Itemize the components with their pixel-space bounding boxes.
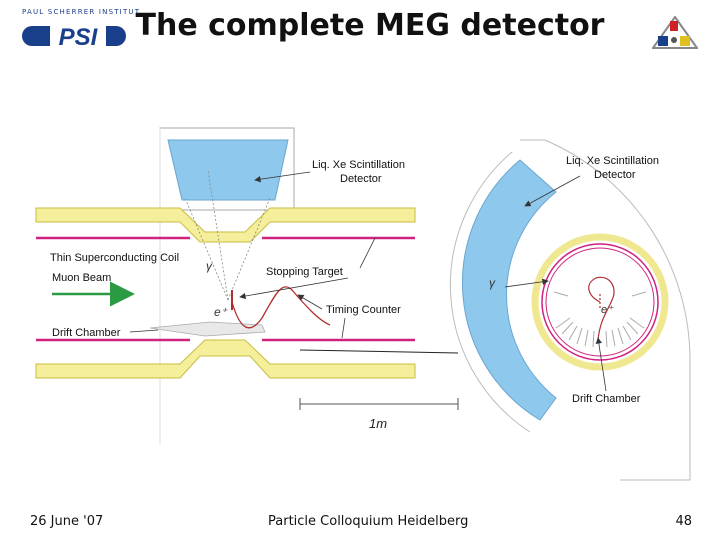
magnet-ring-inner bbox=[545, 247, 655, 357]
end-view-frame bbox=[520, 139, 691, 481]
leader-drift-left bbox=[129, 329, 159, 333]
label-xe-left-line2: Detector bbox=[340, 173, 382, 185]
label-xe-left-line1: Liq. Xe Scintillation bbox=[312, 159, 405, 171]
leader-xe-left bbox=[254, 171, 311, 183]
coil-upper bbox=[35, 207, 416, 243]
psi-logo: PAUL SCHERRER INSTITUT PSI bbox=[20, 8, 139, 56]
xe-detector-end-outline bbox=[449, 151, 531, 433]
footer-date: 26 June '07 bbox=[30, 514, 104, 529]
ray-2 bbox=[227, 197, 271, 301]
label-xe-right-line1: Liq. Xe Scintillation bbox=[566, 155, 659, 167]
psi-logo-text: PAUL SCHERRER INSTITUT bbox=[22, 8, 141, 16]
psi-mark-icon: PSI bbox=[22, 23, 126, 51]
xe-detector-side bbox=[167, 139, 289, 201]
label-xe-right-line2: Detector bbox=[594, 169, 636, 181]
positron-track bbox=[231, 286, 331, 329]
label-drift-chamber-left: Drift Chamber bbox=[52, 327, 121, 339]
footer-page-number: 48 bbox=[675, 514, 692, 529]
xe-detector-end bbox=[462, 159, 557, 421]
drift-chamber-side bbox=[149, 321, 266, 337]
coil-lower bbox=[35, 339, 416, 379]
leader-target bbox=[239, 277, 349, 300]
footer-event: Particle Colloquium Heidelberg bbox=[268, 514, 469, 529]
ray-1 bbox=[184, 197, 229, 301]
cut-line bbox=[299, 349, 459, 354]
leader-timing bbox=[297, 294, 323, 310]
label-positron-right: e⁺ bbox=[601, 304, 614, 316]
label-timing-counter: Timing Counter bbox=[326, 304, 401, 316]
leader-target-2 bbox=[359, 237, 376, 269]
coil-ring bbox=[531, 233, 669, 371]
leader-gamma-right bbox=[504, 278, 549, 288]
psi-mark-text: PSI bbox=[59, 24, 99, 51]
label-stopping-target: Stopping Target bbox=[266, 266, 343, 278]
drift-chamber-end bbox=[553, 291, 647, 348]
leader-timing-2 bbox=[341, 317, 346, 339]
page-title: The complete MEG detector bbox=[135, 8, 605, 43]
magnet-ring-outer bbox=[541, 243, 659, 361]
label-drift-chamber-right: Drift Chamber bbox=[572, 393, 641, 405]
leader-xe-right bbox=[524, 175, 581, 207]
ray-3 bbox=[207, 169, 229, 301]
label-muon-beam: Muon Beam bbox=[52, 272, 111, 284]
institute-logo-icon bbox=[652, 16, 698, 49]
label-coil: Thin Superconducting Coil bbox=[50, 252, 179, 264]
leader-drift-right bbox=[595, 337, 607, 392]
label-gamma-left: γ bbox=[206, 259, 213, 273]
positron-track-end bbox=[588, 276, 615, 341]
scale-label: 1m bbox=[369, 416, 387, 431]
label-positron-left: e⁺ bbox=[214, 305, 229, 319]
label-gamma-right: γ bbox=[489, 276, 496, 290]
